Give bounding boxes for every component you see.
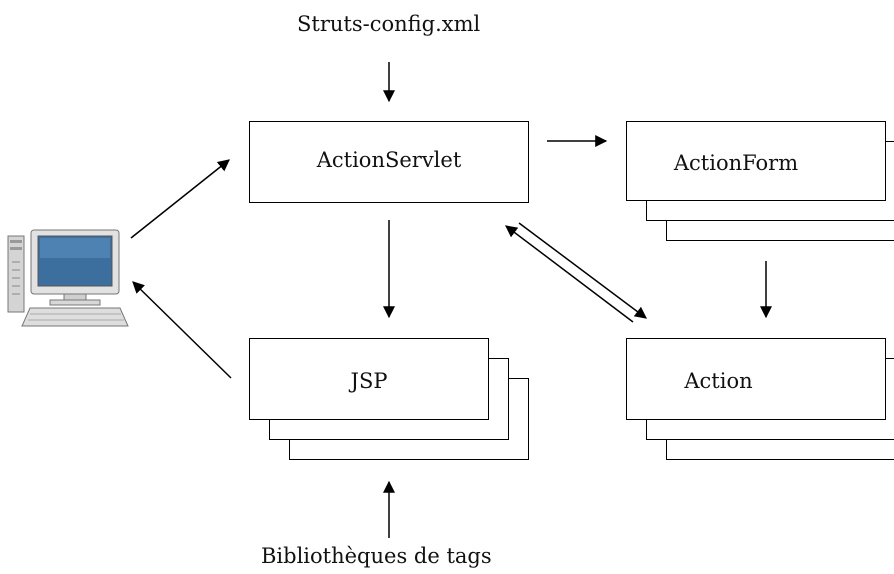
jsp-box bbox=[249, 338, 489, 420]
action-servlet-box bbox=[249, 121, 529, 203]
action-form-label: ActionForm bbox=[673, 151, 799, 175]
jsp-to-client-arrow bbox=[132, 281, 232, 379]
action-label: Action bbox=[684, 369, 753, 393]
servlet-to-action-arrow bbox=[518, 222, 647, 319]
action-form-box bbox=[626, 121, 886, 201]
tag-libraries-label: Bibliothèques de tags bbox=[261, 544, 492, 568]
action-servlet-label: ActionServlet bbox=[316, 148, 462, 172]
client-to-servlet-arrow bbox=[130, 159, 230, 239]
desktop-computer-icon bbox=[7, 229, 129, 327]
action-box bbox=[626, 338, 886, 420]
struts-config-label: Struts-config.xml bbox=[297, 12, 481, 36]
action-to-servlet-arrow bbox=[505, 225, 634, 323]
jsp-label: JSP bbox=[350, 369, 388, 393]
